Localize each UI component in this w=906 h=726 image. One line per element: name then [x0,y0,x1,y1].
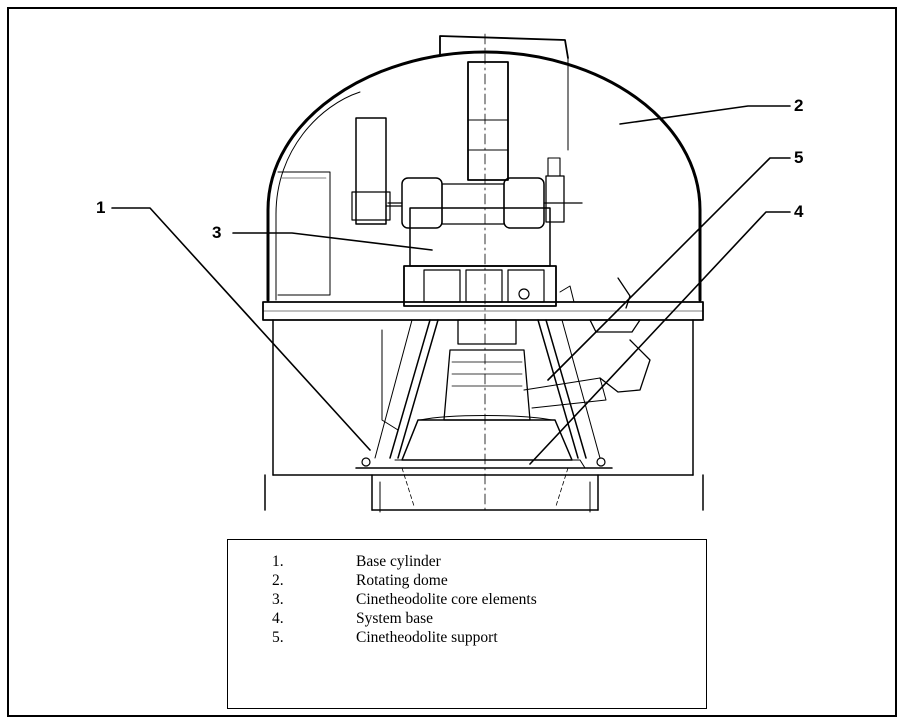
support-strut-left [389,319,439,459]
foundation-right [597,474,704,511]
system-base [401,419,573,461]
right-drum [503,177,545,229]
legend-item: 5. Cinetheodolite support [272,628,537,647]
core-body [409,207,551,267]
left-tracking-telescope [355,117,387,225]
right-camera [545,175,565,223]
pedestal-body [443,349,531,421]
legend-item: 1. Base cylinder [272,552,537,571]
legend-text: Base cylinder [356,553,441,570]
callout-3: 3 [212,223,222,242]
legend-item: 2. Rotating dome [272,571,537,590]
legend-text: Cinetheodolite core elements [356,591,537,608]
legend-number: 4. [272,610,284,627]
pedestal-top [457,319,517,345]
legend-text: Cinetheodolite support [356,629,498,646]
legend-text: Rotating dome [356,572,448,589]
support-strut-right [537,319,587,459]
callout-4: 4 [794,202,804,221]
rotating-dome-shell [266,50,702,302]
legend-item: 3. Cinetheodolite core elements [272,590,537,609]
legend-number: 1. [272,553,284,570]
dome-side-panel [277,171,331,296]
legend-number: 5. [272,629,284,646]
operator-seat [589,319,641,333]
legend-box: 1. Base cylinder 2. Rotating dome 3. Cineth… [227,539,707,709]
leader-line-1 [111,207,371,451]
left-drum [401,177,443,229]
core-lower-housing [403,265,557,307]
callout-1: 1 [96,198,106,217]
leader-line-5 [547,157,791,381]
leader-line-4 [529,211,791,465]
leader-line-2 [619,105,791,125]
legend-item: 4. System base [272,609,537,628]
dome-shutter-slot [439,35,569,59]
main-telescope [467,61,509,181]
callout-2: 2 [794,96,804,115]
legend-number: 3. [272,591,284,608]
legend-list: 1. Base cylinder 2. Rotating dome 3. Cineth… [272,552,537,647]
leader-line-3 [232,232,433,251]
legend-number: 2. [272,572,284,589]
callout-5: 5 [794,148,804,167]
legend-text: System base [356,610,434,627]
dome-inner-line [275,91,361,301]
foundation-left [264,474,373,511]
